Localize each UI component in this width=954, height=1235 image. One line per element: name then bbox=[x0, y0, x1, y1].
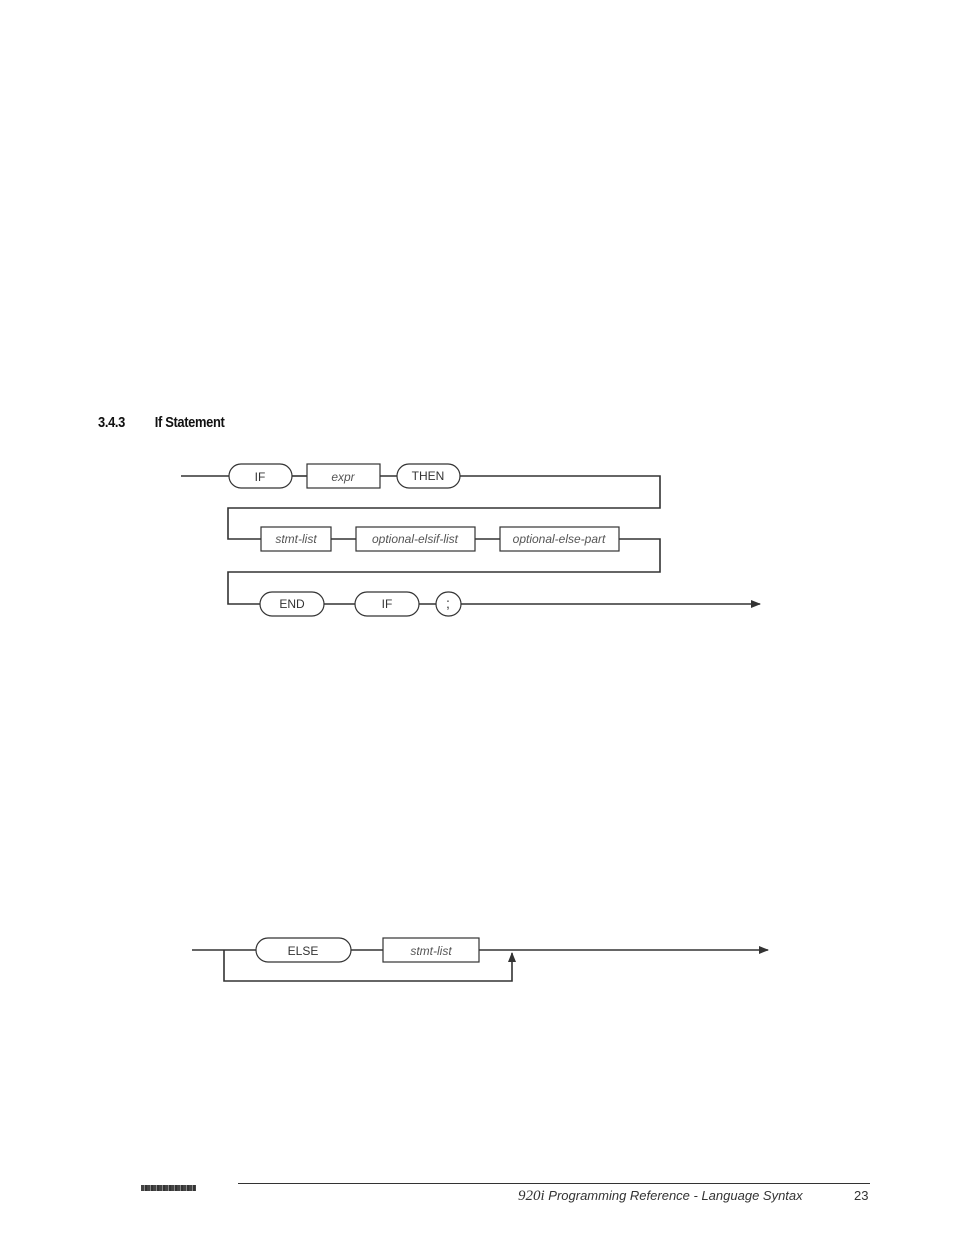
nonterminal-stmt-list: stmt-list bbox=[410, 944, 452, 958]
nonterminal-else-part-box bbox=[499, 526, 620, 552]
keyword-else-box bbox=[255, 937, 352, 963]
nonterminal-expr-box bbox=[306, 463, 381, 489]
company-logo bbox=[141, 1185, 196, 1191]
keyword-then: THEN bbox=[412, 469, 445, 483]
bypass-path bbox=[223, 950, 516, 982]
nonterminal-stmt-list-box bbox=[260, 526, 332, 552]
section-heading: 3.4.3 If Statement bbox=[98, 414, 225, 431]
nonterminal-elsif-list: optional-elsif-list bbox=[372, 532, 459, 546]
section-title: If Statement bbox=[154, 414, 225, 431]
keyword-then-box bbox=[396, 463, 461, 489]
page-number: 23 bbox=[854, 1188, 869, 1203]
nonterminal-elsif-list-box bbox=[355, 526, 476, 552]
nonterminal-expr: expr bbox=[331, 470, 355, 484]
nonterminal-stmt-list-box bbox=[382, 937, 480, 963]
footer-model: 920i bbox=[518, 1188, 545, 1204]
keyword-end: END bbox=[279, 597, 305, 611]
nonterminal-else-part: optional-else-part bbox=[513, 532, 606, 546]
connector-path bbox=[227, 538, 661, 605]
keyword-semicolon: ; bbox=[446, 595, 450, 611]
footer-rule bbox=[238, 1183, 870, 1184]
footer-title: 920i Programming Reference - Language Sy… bbox=[518, 1188, 803, 1205]
if-statement-diagram bbox=[181, 475, 761, 608]
footer-doc-title: Programming Reference - Language Syntax bbox=[544, 1188, 803, 1203]
keyword-semicolon-box bbox=[435, 591, 462, 617]
section-number: 3.4.3 bbox=[98, 414, 125, 431]
keyword-if: IF bbox=[255, 470, 266, 484]
keyword-if2-box bbox=[354, 591, 420, 617]
keyword-else: ELSE bbox=[288, 944, 319, 958]
else-part-diagram bbox=[192, 946, 769, 982]
keyword-end-box bbox=[259, 591, 325, 617]
keyword-if-box bbox=[228, 463, 293, 489]
connector-path bbox=[227, 475, 661, 540]
nonterminal-stmt-list: stmt-list bbox=[275, 532, 317, 546]
keyword-if2: IF bbox=[382, 597, 393, 611]
